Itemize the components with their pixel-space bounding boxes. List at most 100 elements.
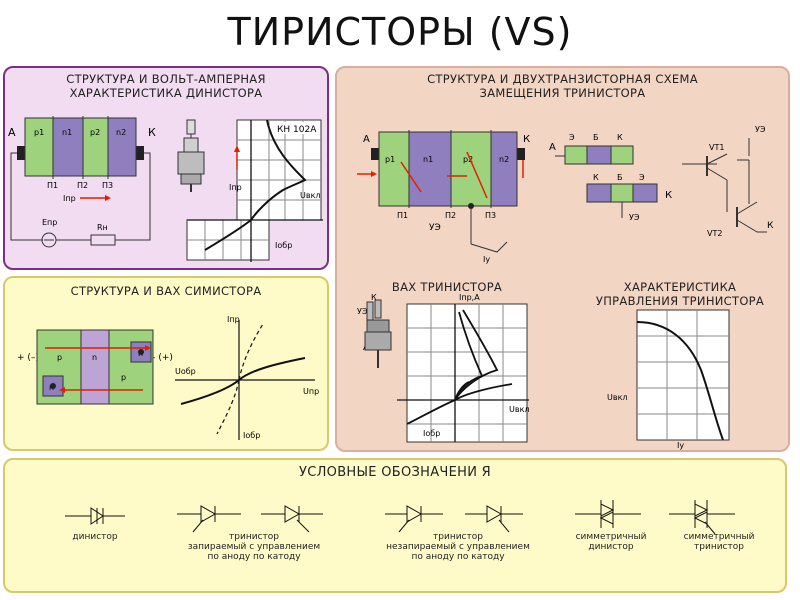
vax-u-on: Uвкл — [509, 405, 530, 414]
tri-layer-n2 — [490, 131, 518, 207]
tri-n2: n2 — [499, 155, 509, 164]
svg-text:p: p — [57, 353, 62, 362]
tri-layer-n1 — [408, 131, 452, 207]
vax-curve-0 — [454, 383, 513, 401]
dinistor-p1: p1 — [34, 128, 44, 137]
simistor-curve-pos — [238, 357, 306, 381]
thyristor-structure-diagram: А К p1 n1 p2 n2 П1 П2 П3 УЭ — [357, 125, 774, 264]
control-title: ХАРАКТЕРИСТИКА УПРАВЛЕНИЯ ТРИНИСТОРА — [595, 280, 765, 308]
model-k1: К — [617, 133, 623, 142]
sim-layer-n-mid — [80, 329, 110, 405]
vax-curve-3 — [454, 381, 470, 401]
symbol-symmetric-dinistor — [575, 500, 641, 528]
model-p2 — [610, 145, 634, 165]
model-b2: Б — [617, 173, 623, 182]
symbols-title: УСЛОВНЫЕ ОБОЗНАЧЕНИ Я — [299, 465, 491, 480]
model-control: УЭ — [629, 213, 640, 222]
dinistor-j2: П2 — [77, 181, 88, 190]
dinistor-source: Eпр — [42, 218, 57, 227]
symbol-nonlatching-cathode — [465, 505, 523, 533]
model-k2: К — [593, 173, 599, 182]
svg-text:p: p — [121, 373, 126, 382]
model-n1 — [586, 145, 612, 165]
page-title: ТИРИСТОРЫ (VS) — [227, 10, 573, 54]
layer-p2 — [82, 117, 109, 177]
symbol-label-thyristor-latching: тринистор запираемый с управлением по ан… — [187, 532, 321, 562]
dinistor-vax-curve — [250, 119, 307, 221]
dinistor-cathode-label: К — [148, 126, 156, 139]
dinistor-j3: П3 — [102, 181, 113, 190]
tri-j1: П1 — [397, 211, 408, 220]
symbol-symmetric-thyristor — [669, 500, 735, 535]
symbol-label-sym-thyristor: симметричный тринистор — [683, 532, 755, 552]
symbol-label-sym-dinistor: симметричный динистор — [575, 532, 647, 552]
symbol-label-dinistor: динистор — [72, 532, 118, 542]
simistor-panel: СТРУКТУРА И ВАХ СИМИСТОРА + (–) – (+) p … — [3, 276, 329, 451]
dinistor-p2: p2 — [90, 128, 100, 137]
symbol-dinistor — [65, 507, 125, 525]
symbols-row — [65, 500, 735, 535]
simistor-i-obr: Iобр — [243, 431, 260, 440]
model-e2: Э — [639, 173, 645, 182]
tri-iy: Iу — [483, 255, 490, 264]
vt1-label: VT1 — [709, 143, 724, 152]
dinistor-u-on: Uвкл — [300, 191, 321, 200]
dinistor-n1: n1 — [62, 128, 72, 137]
tri-control: УЭ — [429, 223, 441, 233]
vax-i-rev: Iобр — [423, 429, 440, 438]
model-n2 — [632, 183, 658, 203]
svg-text:n: n — [92, 353, 97, 362]
control-curve — [636, 321, 724, 441]
layer-p1 — [24, 117, 54, 177]
vt2-label: VT2 — [707, 229, 722, 238]
simistor-i-pr: Iпр — [227, 315, 240, 324]
control-i-axis: Iу — [677, 441, 684, 450]
vax-curve-1 — [454, 309, 499, 401]
dinistor-model: КН 102А — [277, 125, 317, 135]
dinistor-anode-label: А — [8, 126, 16, 139]
model-anode: А — [549, 142, 556, 153]
simistor-diagram: + (–) – (+) p n p n n Iпр — [17, 315, 319, 440]
dinistor-current: Iпр — [63, 194, 76, 203]
thyristor-panel: СТРУКТУРА И ДВУХТРАНЗИСТОРНАЯ СХЕМА ЗАМЕ… — [335, 66, 790, 452]
anode-terminal — [17, 146, 25, 160]
dinistor-n2: n2 — [116, 128, 126, 137]
tri-n1: n1 — [423, 155, 433, 164]
tri-p2: p2 — [463, 155, 473, 164]
model-b1: Б — [593, 133, 599, 142]
control-char-grid — [636, 309, 730, 441]
model-control-2: УЭ — [755, 125, 766, 134]
tri-anode-label: А — [363, 134, 370, 145]
tri-j3: П3 — [485, 211, 496, 220]
dinistor-panel: СТРУКТУРА И ВОЛЬТ-АМПЕРНАЯ ХАРАКТЕРИСТИК… — [3, 66, 329, 270]
vax-control: УЭ — [357, 307, 368, 316]
simistor-curve-neg — [180, 379, 240, 405]
tri-layer-p1 — [378, 131, 410, 207]
layer-n1 — [52, 117, 84, 177]
simistor-left-sign: + (–) — [17, 353, 39, 363]
resistor-symbol — [90, 234, 116, 246]
thyristor-vax-grid — [406, 303, 528, 443]
sim-layer-p-right — [108, 329, 154, 405]
simistor-u-obr: Uобр — [175, 367, 196, 376]
symbols-panel: УСЛОВНЫЕ ОБОЗНАЧЕНИ Я — [3, 458, 787, 593]
symbol-label-thyristor-nonlatching: тринистор незапираемый с управлением по … — [386, 532, 530, 562]
symbol-thyristor-cathode-ctrl — [261, 505, 323, 533]
layer-n2 — [107, 117, 137, 177]
dinistor-resistor: Rн — [97, 223, 108, 232]
symbol-nonlatching-anode — [385, 505, 443, 533]
vax-charts: УЭ К А — [357, 293, 730, 450]
simistor-right-sign: – (+) — [151, 353, 173, 363]
cathode-terminal — [136, 146, 144, 160]
tri-p1: p1 — [385, 155, 395, 164]
thyristor-structure-title: СТРУКТУРА И ДВУХТРАНЗИСТОРНАЯ СХЕМА ЗАМЕ… — [427, 72, 698, 100]
model-p2b — [610, 183, 634, 203]
vax-i-axis: Iпр,А — [459, 293, 480, 302]
dinistor-i-rev: Iобр — [275, 241, 292, 250]
model-p1 — [564, 145, 588, 165]
dinistor-title: СТРУКТУРА И ВОЛЬТ-АМПЕРНАЯ ХАРАКТЕРИСТИК… — [66, 72, 266, 100]
control-u-axis: Uвкл — [607, 393, 628, 402]
dinistor-i-axis: Iпр — [229, 183, 242, 192]
dinistor-package — [177, 151, 205, 175]
